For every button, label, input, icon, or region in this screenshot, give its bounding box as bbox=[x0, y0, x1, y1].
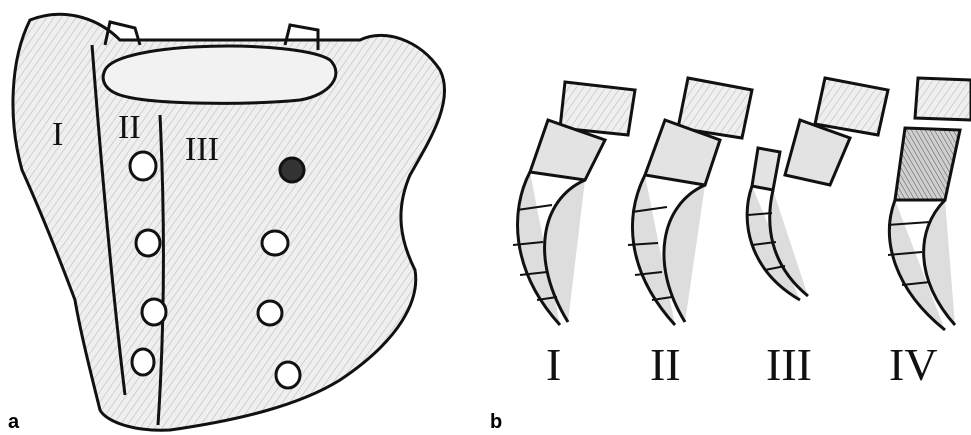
type-iii-profile bbox=[747, 78, 888, 300]
panel-letter-b: b bbox=[490, 411, 502, 433]
type-label-ii: II bbox=[650, 339, 681, 390]
type-ii-profile bbox=[628, 78, 752, 325]
type-i-profile bbox=[513, 82, 635, 325]
type-label-i: I bbox=[546, 339, 561, 390]
panel-b-sagittal-types: I II III IV b bbox=[490, 78, 971, 433]
type-iv-profile bbox=[888, 78, 971, 330]
type-label-iv: IV bbox=[889, 339, 938, 390]
type-label-iii: III bbox=[766, 339, 812, 390]
type-iv-s1 bbox=[895, 128, 960, 200]
zone-label-i: I bbox=[52, 116, 63, 153]
foramen-right-4 bbox=[276, 362, 300, 388]
foramen-right-3 bbox=[258, 301, 282, 325]
foramen-left-1 bbox=[130, 152, 156, 180]
foramen-left-2 bbox=[136, 230, 160, 256]
type-ii-sacral-curve bbox=[633, 175, 705, 325]
zone-label-iii: III bbox=[185, 131, 219, 168]
foramen-right-1 bbox=[280, 158, 304, 182]
type-iv-sacral-curve bbox=[889, 200, 955, 330]
type-iv-vertebra bbox=[915, 78, 971, 120]
type-iii-vertebra bbox=[815, 78, 888, 135]
panel-a-sacrum: I II III a bbox=[8, 14, 445, 433]
zone-label-ii: II bbox=[118, 109, 141, 146]
s1-body bbox=[103, 46, 336, 103]
type-iii-sacral-curve bbox=[747, 186, 808, 300]
foramen-left-3 bbox=[142, 299, 166, 325]
foramen-right-2 bbox=[262, 231, 288, 255]
panel-letter-a: a bbox=[8, 411, 20, 433]
type-i-sacral-curve bbox=[518, 172, 585, 325]
foramen-left-4 bbox=[132, 349, 154, 375]
type-iii-s2-fragment bbox=[752, 148, 780, 190]
